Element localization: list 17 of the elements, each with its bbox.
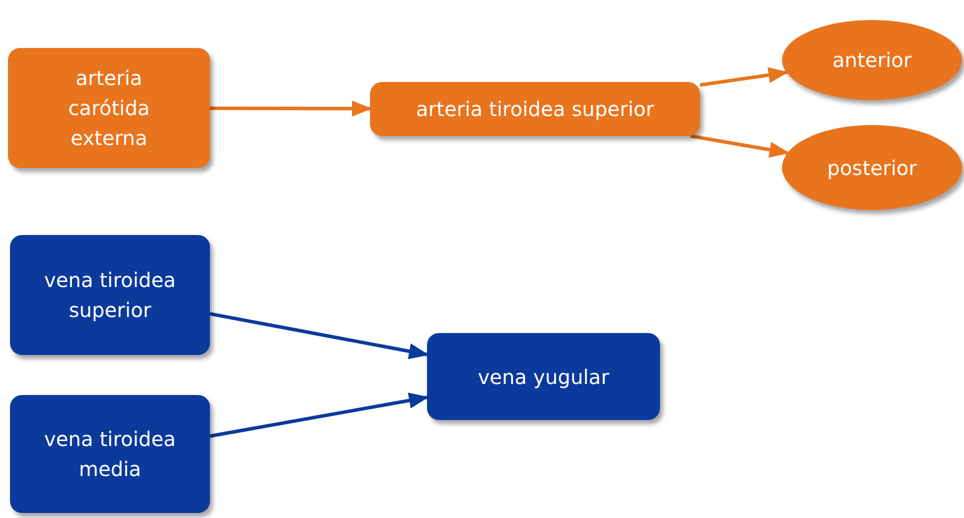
arrow bbox=[700, 67, 788, 87]
node-label: posterior bbox=[827, 154, 917, 182]
node-label: arteria tiroidea superior bbox=[416, 96, 654, 123]
rounded-box bbox=[8, 48, 210, 168]
node-label: vena tiroidea superior bbox=[43, 267, 177, 324]
rounded-box bbox=[10, 235, 210, 355]
arrow bbox=[210, 392, 429, 438]
arrow bbox=[210, 312, 429, 360]
node-label: vena tiroidea media bbox=[43, 426, 177, 483]
node-label: arteria carótida externa bbox=[67, 65, 151, 152]
rounded-box bbox=[427, 333, 660, 420]
rounded-box bbox=[10, 395, 210, 513]
arrow bbox=[690, 134, 790, 158]
rounded-box bbox=[370, 82, 700, 136]
arrow bbox=[210, 100, 372, 117]
node-label: vena yugular bbox=[478, 364, 610, 390]
node-label: anterior bbox=[832, 47, 912, 74]
